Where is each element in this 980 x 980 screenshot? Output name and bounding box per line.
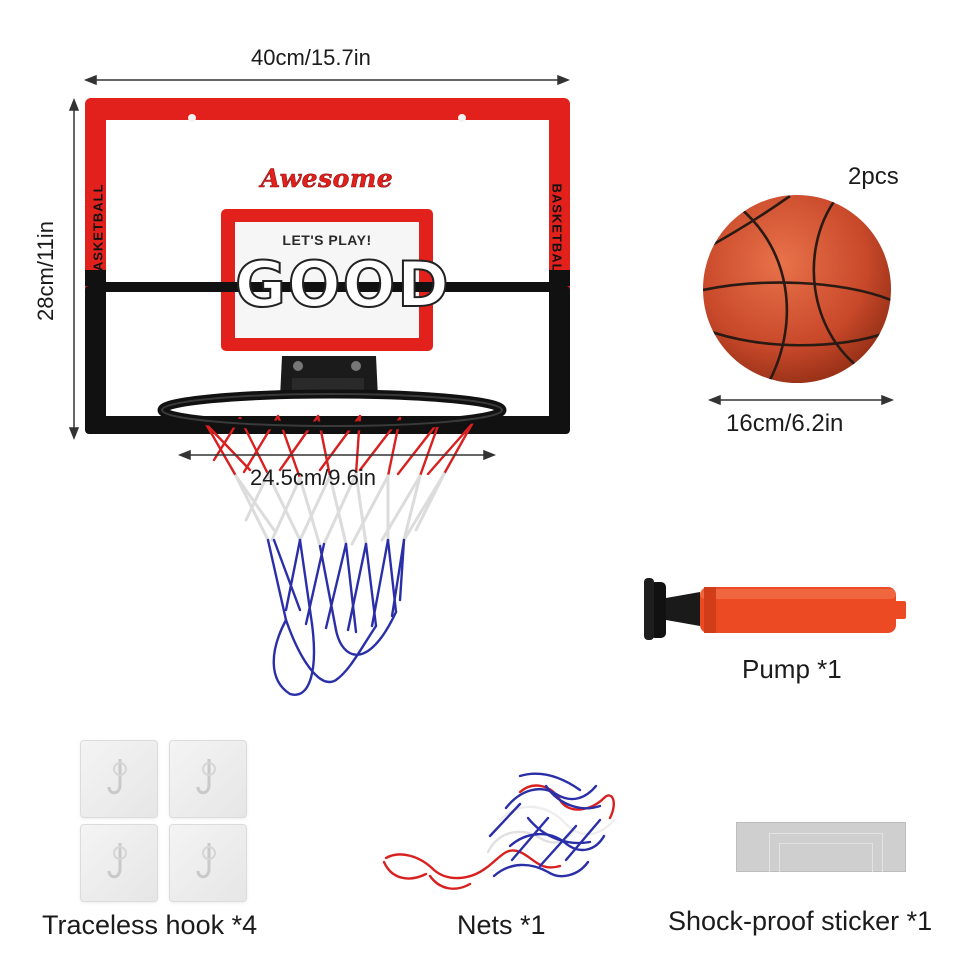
width-dimension-arrow <box>83 74 571 86</box>
hook-icon <box>196 843 216 879</box>
backboard-side-text-right: BASKETBALL <box>542 183 572 295</box>
side-label-right: BASKETBALL <box>549 183 565 282</box>
hook-card <box>80 740 158 818</box>
loose-nets <box>382 772 616 890</box>
basketball <box>703 195 891 383</box>
pump-label: Pump *1 <box>742 654 842 684</box>
sticker-outline-inner <box>779 843 873 872</box>
ball-quantity-label: 2pcs <box>848 163 899 190</box>
hoop-rim <box>157 389 507 431</box>
height-dimension-arrow <box>68 97 80 441</box>
pump <box>644 578 906 640</box>
height-label: 28cm/11in <box>33 221 58 321</box>
ball-size-label: 16cm/6.2in <box>726 410 844 437</box>
big-word: GOOD <box>234 248 451 321</box>
width-label: 40cm/15.7in <box>251 45 371 70</box>
hook-card <box>169 740 247 818</box>
hook-card <box>169 824 247 902</box>
nets-label: Nets *1 <box>457 910 546 940</box>
rim-label: 24.5cm/9.6in <box>250 465 376 490</box>
sticker-label: Shock-proof sticker *1 <box>668 906 933 936</box>
backboard-side-text-left: BASKETBALL <box>83 183 113 295</box>
hook-icon <box>196 759 216 795</box>
hoop-net <box>204 414 474 696</box>
side-label-left: BASKETBALL <box>90 183 106 282</box>
hook-icon <box>107 843 127 879</box>
hooks-label: Traceless hook *4 <box>42 910 258 940</box>
brand-logo: Awesome <box>260 164 394 194</box>
rim-dimension-arrow <box>177 449 497 461</box>
sticker-outline <box>769 833 883 872</box>
hoop-bracket <box>280 356 378 398</box>
hook-icon <box>107 759 127 795</box>
shock-proof-sticker <box>736 822 906 872</box>
ball-dimension-arrow <box>707 394 895 406</box>
hook-card <box>80 824 158 902</box>
tagline: LET'S PLAY! <box>282 232 372 248</box>
